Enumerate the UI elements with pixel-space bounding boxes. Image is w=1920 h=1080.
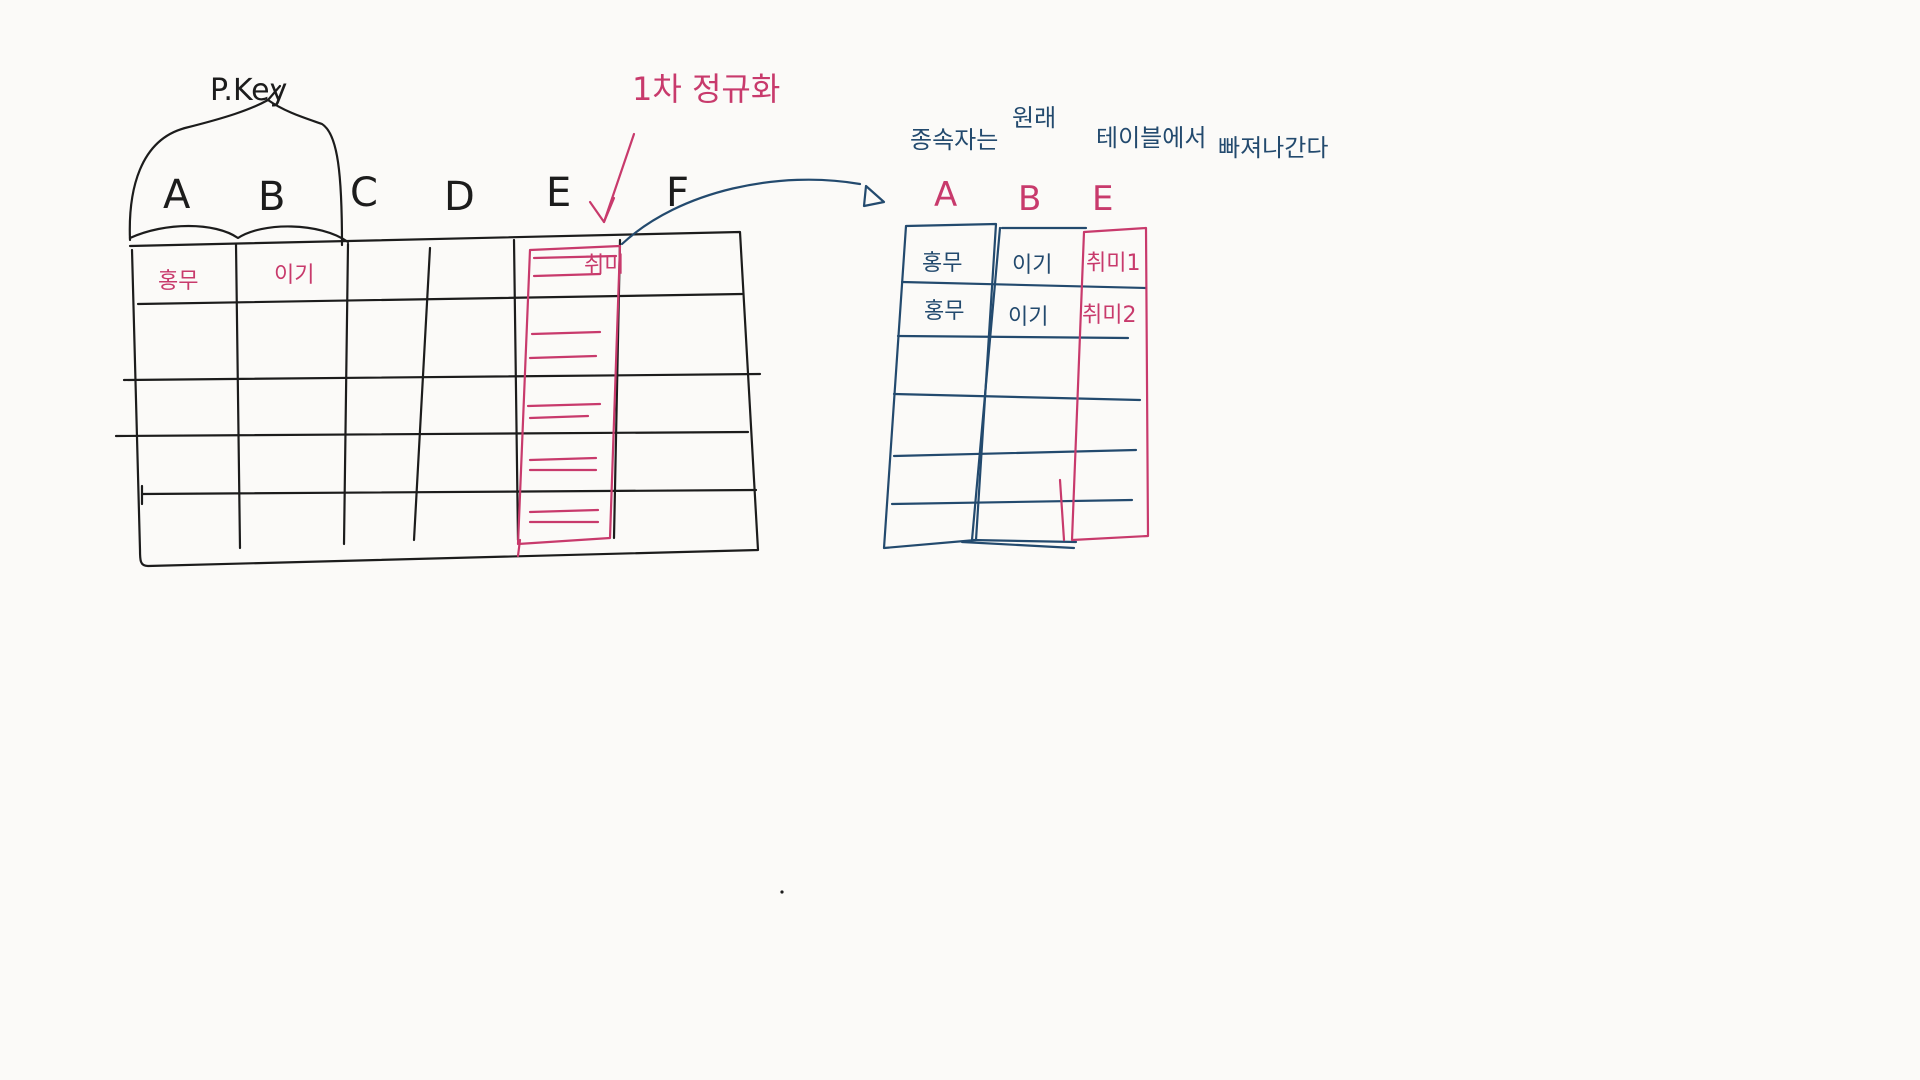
- dependent-note: 종속자는 원래 테이블에서 빠져나간다: [910, 104, 1328, 162]
- note-word-1: 종속자는: [910, 126, 998, 154]
- orig-col-line-3: [412, 246, 432, 542]
- new-table: A B E 홍무 이기 취미1 홍무 이기 취미2: [882, 175, 1150, 550]
- normalization-arrowhead: [588, 196, 616, 224]
- orig-col-line-4: [512, 238, 520, 542]
- new-cell-e2: 취미2: [1082, 303, 1136, 328]
- new-row-line-2: [896, 334, 1130, 340]
- primary-key-bracket: [128, 98, 344, 247]
- orig-table-border: [128, 230, 760, 568]
- orig-row-line-3: [114, 430, 750, 438]
- note-word-3: 테이블에서: [1096, 124, 1206, 152]
- orig-row-line-1: [136, 292, 744, 306]
- new-cell-a2: 홍무: [924, 299, 964, 324]
- stray-dot: [780, 890, 784, 894]
- new-row-line-4: [892, 448, 1138, 458]
- primary-key-label: P.Key: [210, 73, 287, 108]
- orig-row-line-4: [140, 488, 758, 496]
- orig-col-e: E: [546, 170, 571, 216]
- orig-col-b: B: [258, 174, 285, 220]
- orig-col-a: A: [163, 172, 191, 218]
- orig-col-line-1: [234, 242, 242, 550]
- new-cell-b1: 이기: [1012, 253, 1052, 278]
- new-col-a: A: [934, 175, 957, 215]
- move-arrow: [620, 178, 886, 246]
- new-row-line-5: [890, 498, 1134, 506]
- new-col-e-highlight: [1070, 226, 1150, 542]
- new-cell-e1: 취미1: [1086, 251, 1140, 276]
- orig-cell-a1: 홍무: [158, 269, 198, 294]
- orig-col-c: C: [350, 170, 378, 216]
- primary-key-pointer: [266, 84, 282, 102]
- new-row-line-1: [900, 280, 1148, 290]
- orig-col-d: D: [444, 174, 475, 220]
- orig-cell-b1: 이기: [274, 263, 314, 288]
- ab-brace: [128, 224, 350, 244]
- new-cell-b2: 이기: [1008, 305, 1048, 330]
- column-e-highlight: [516, 244, 622, 558]
- orig-col-f: F: [666, 170, 689, 216]
- original-table: P.Key A B C D E F 홍무 이기 취미: [114, 73, 762, 568]
- normalization-label: 1차 정규화: [632, 70, 780, 108]
- new-row-line-3: [892, 392, 1142, 402]
- note-word-4: 빠져나간다: [1218, 134, 1328, 162]
- new-cell-a1: 홍무: [922, 251, 962, 276]
- normalization-annotation: 1차 정규화: [588, 70, 780, 224]
- orig-col-line-2: [342, 242, 350, 546]
- note-word-2: 원래: [1012, 104, 1056, 132]
- new-col-b: B: [1018, 179, 1041, 219]
- new-col-e: E: [1092, 179, 1113, 219]
- orig-row-line-2: [122, 372, 762, 382]
